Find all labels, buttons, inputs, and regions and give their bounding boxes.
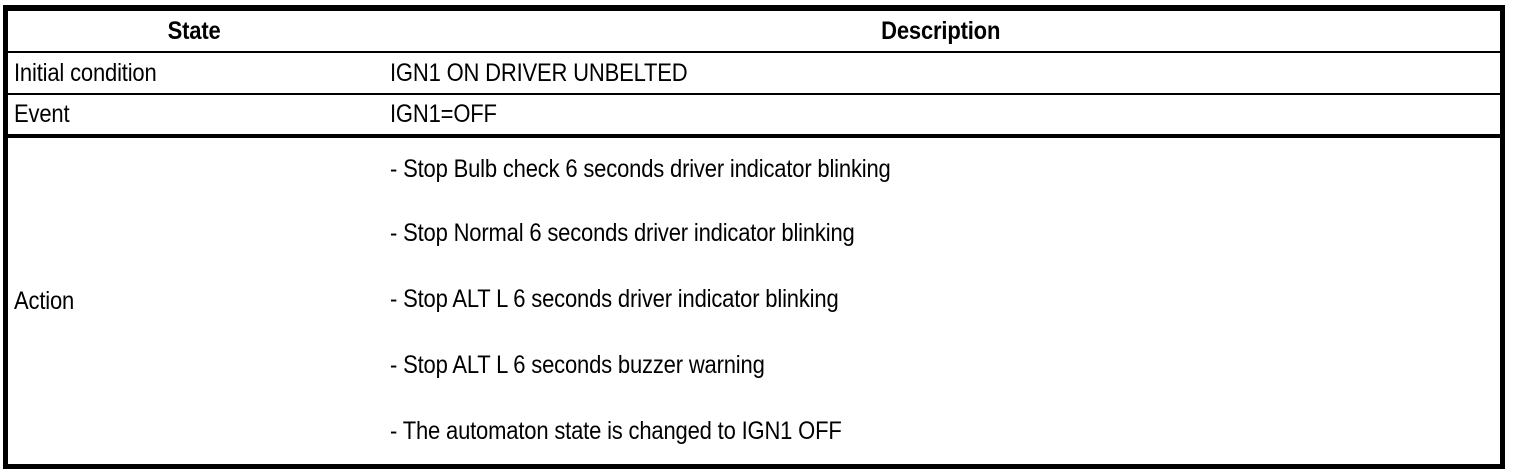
- action-item-text: - Stop ALT L 6 seconds buzzer warning: [389, 350, 765, 379]
- cell-state-initial-condition: Initial condition: [5, 52, 381, 95]
- state-description-table: State Description Initial condition IGN1…: [3, 5, 1505, 469]
- table-row-action: Action - Stop Bulb check 6 seconds drive…: [5, 136, 1503, 467]
- table-header-row: State Description: [5, 8, 1503, 53]
- state-label-event: Event: [14, 100, 70, 129]
- list-item: - Stop Normal 6 seconds driver indicator…: [390, 200, 1501, 266]
- action-item-list: - Stop Bulb check 6 seconds driver indic…: [381, 138, 1501, 464]
- column-header-state: State: [5, 8, 381, 53]
- state-label-action: Action: [14, 286, 75, 315]
- description-text-event: IGN1=OFF: [389, 100, 497, 129]
- page-root: State Description Initial condition IGN1…: [3, 5, 1505, 469]
- cell-description-initial-condition: IGN1 ON DRIVER UNBELTED: [380, 52, 1503, 95]
- list-item: - Stop ALT L 6 seconds driver indicator …: [390, 266, 1501, 332]
- column-header-description-label: Description: [880, 16, 1000, 45]
- cell-description-event: IGN1=OFF: [380, 94, 1503, 138]
- action-item-text: - Stop Normal 6 seconds driver indicator…: [389, 218, 855, 247]
- table-row-initial-condition: Initial condition IGN1 ON DRIVER UNBELTE…: [5, 52, 1503, 95]
- cell-state-action: Action: [5, 136, 381, 467]
- state-label-initial-condition: Initial condition: [14, 58, 157, 87]
- description-text-initial-condition: IGN1 ON DRIVER UNBELTED: [389, 58, 688, 87]
- cell-state-event: Event: [5, 94, 381, 138]
- table-row-event: Event IGN1=OFF: [5, 94, 1503, 138]
- cell-description-action: - Stop Bulb check 6 seconds driver indic…: [380, 136, 1503, 467]
- list-item: - Stop ALT L 6 seconds buzzer warning: [390, 332, 1501, 398]
- list-item: - The automaton state is changed to IGN1…: [390, 398, 1501, 464]
- list-item: - Stop Bulb check 6 seconds driver indic…: [390, 138, 1501, 200]
- column-header-description: Description: [380, 8, 1503, 53]
- action-item-text: - The automaton state is changed to IGN1…: [389, 416, 842, 445]
- column-header-state-label: State: [167, 16, 221, 45]
- action-item-text: - Stop Bulb check 6 seconds driver indic…: [389, 154, 891, 183]
- action-item-text: - Stop ALT L 6 seconds driver indicator …: [389, 284, 839, 313]
